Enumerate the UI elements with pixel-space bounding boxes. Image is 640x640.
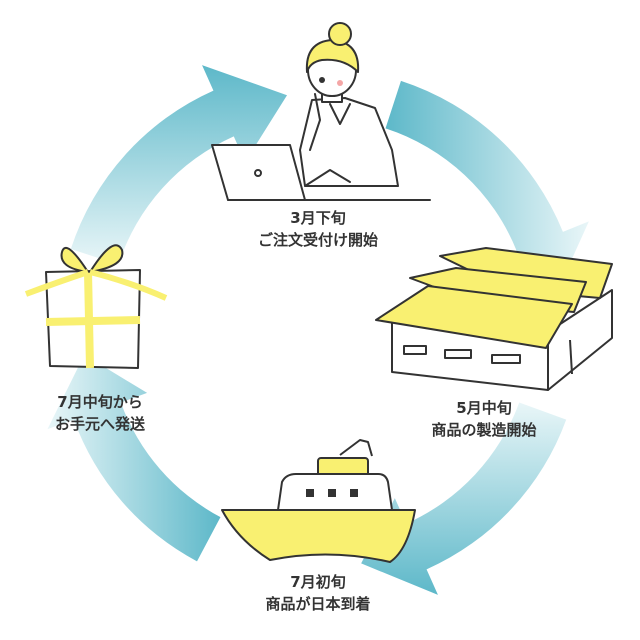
step-2-description: 商品の製造開始 <box>431 421 536 439</box>
step-1-date: 3月下旬 <box>290 209 345 227</box>
factory-icon <box>375 247 613 391</box>
cycle-arrows <box>47 65 589 595</box>
arrow-to-order <box>70 65 288 265</box>
arrow-to-gift <box>47 354 221 562</box>
step-2-date: 5月中旬 <box>456 399 511 417</box>
step-1-description: ご注文受付け開始 <box>258 231 378 249</box>
ship-icon <box>221 439 416 563</box>
step-1: 3月下旬 ご注文受付け開始 <box>258 209 378 249</box>
woman-at-laptop-icon <box>211 22 431 201</box>
step-4-description: お手元へ発送 <box>55 415 146 433</box>
step-4-date: 7月中旬から <box>57 393 142 411</box>
step-4: 7月中旬から お手元へ発送 <box>55 393 146 433</box>
step-3-date: 7月初旬 <box>290 573 345 591</box>
step-2: 5月中旬 商品の製造開始 <box>431 399 536 439</box>
arrow-to-ship <box>361 402 567 595</box>
arrow-to-factory <box>385 80 589 298</box>
step-3-description: 商品が日本到着 <box>265 595 370 613</box>
step-3: 7月初旬 商品が日本到着 <box>265 573 370 613</box>
gift-box-icon <box>24 244 168 369</box>
